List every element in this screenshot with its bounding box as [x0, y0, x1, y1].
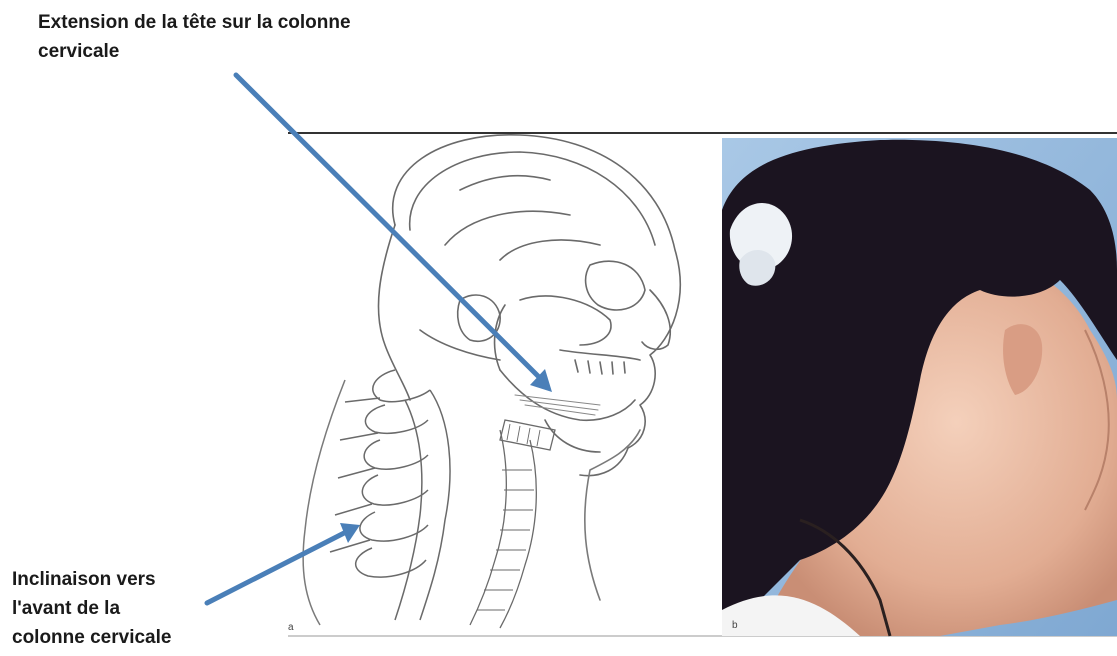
arrow-neck-inclination [207, 523, 360, 603]
panel-letter-a: a [288, 622, 294, 633]
profile-photo [722, 138, 1117, 636]
arrow-head-extension [236, 75, 552, 392]
panel-letter-b: b [732, 620, 738, 631]
cervical-spine-drawing [303, 370, 450, 625]
airway-drawing [470, 420, 555, 628]
